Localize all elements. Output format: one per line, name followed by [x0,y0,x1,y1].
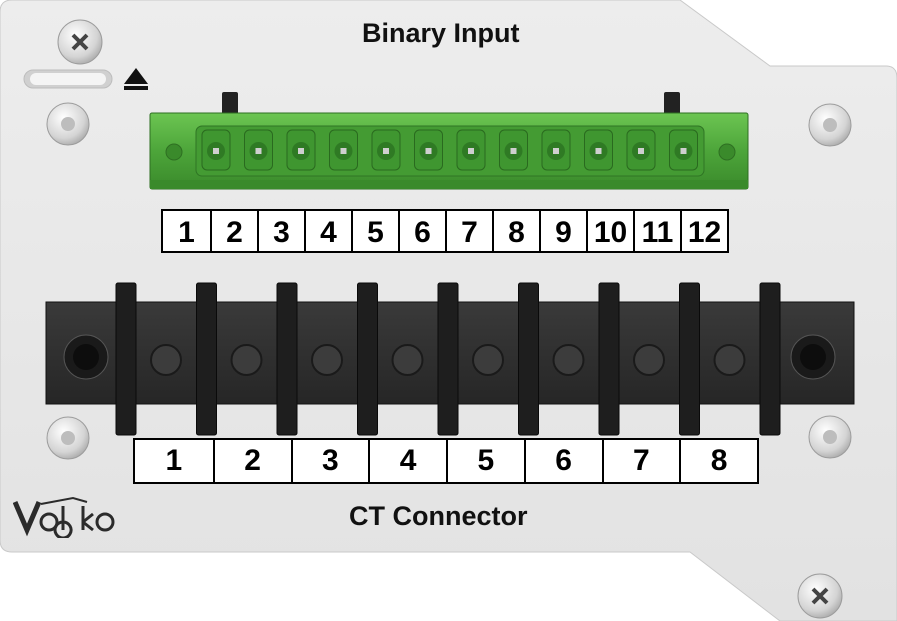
terminal-label: 7 [445,211,492,251]
ct-terminal-screw[interactable] [633,344,665,376]
ct-terminal-fin [115,282,137,436]
binary-input-title: Binary Input [362,18,520,48]
terminal-label: 2 [212,440,291,482]
binary-input-pin[interactable] [286,129,316,171]
ct-terminal-fins [115,282,781,436]
terminal-label: 4 [304,211,351,251]
terminal-label: 7 [601,440,680,482]
screw-icon [797,573,843,619]
eject-slot[interactable] [23,69,113,89]
terminal-label: 3 [257,211,304,251]
terminal-label: 6 [523,440,602,482]
binary-input-pin[interactable] [329,129,358,171]
binary-input-pin[interactable] [584,129,613,171]
ct-terminal-fin [759,282,781,436]
binary-input-pin[interactable] [669,129,698,171]
binary-input-pin[interactable] [371,129,401,171]
ct-terminal-screw[interactable] [150,344,182,376]
terminal-label: 11 [633,211,680,251]
ct-terminal-fin [437,282,459,436]
ct-terminal-screw[interactable] [713,344,746,376]
binary-input-pin[interactable] [541,129,571,171]
ct-terminal-fin [679,282,700,436]
binary-input-pin[interactable] [201,129,231,171]
ct-terminal-screw[interactable] [391,344,424,376]
terminal-label: 2 [210,211,257,251]
screw-icon [46,102,90,146]
ct-terminal-fin [357,282,378,436]
binary-input-pin[interactable] [244,129,273,171]
terminal-label: 6 [398,211,445,251]
screw-icon [46,416,90,460]
binary-input-pin[interactable] [499,129,528,171]
ct-connector-title: CT Connector [349,501,528,531]
ct-terminal-fin [276,282,298,436]
terminal-label: 3 [290,440,369,482]
terminal-label: 8 [492,211,539,251]
terminal-label: 8 [679,440,757,482]
screw-icon [808,415,852,459]
ct-terminal-screw[interactable] [230,344,263,376]
terminal-label: 5 [351,211,398,251]
binary-input-pin[interactable] [626,129,656,171]
terminal-label: 1 [178,216,195,249]
screw-icon [808,103,852,147]
ct-terminal-fin [518,282,539,436]
eject-icon[interactable] [124,68,148,90]
ct-terminal-screw[interactable] [472,344,504,376]
binary-input-pins [201,129,698,171]
terminal-label: 9 [539,211,586,251]
ct-terminal-screw[interactable] [311,344,343,376]
ct-terminal-screws [150,344,746,376]
vebko-logo [12,494,117,547]
ct-terminal-screw[interactable] [552,344,585,376]
ct-terminal-fin [196,282,217,436]
screw-icon [57,19,103,65]
terminal-label: 5 [446,440,524,482]
terminal-label: 1 [165,444,183,477]
binary-input-pin[interactable] [414,129,443,171]
binary-input-pin[interactable] [456,129,486,171]
terminal-label: 10 [586,211,633,251]
terminal-label: 4 [368,440,446,482]
terminal-label: 12 [680,211,727,251]
ct-terminal-fin [598,282,620,436]
